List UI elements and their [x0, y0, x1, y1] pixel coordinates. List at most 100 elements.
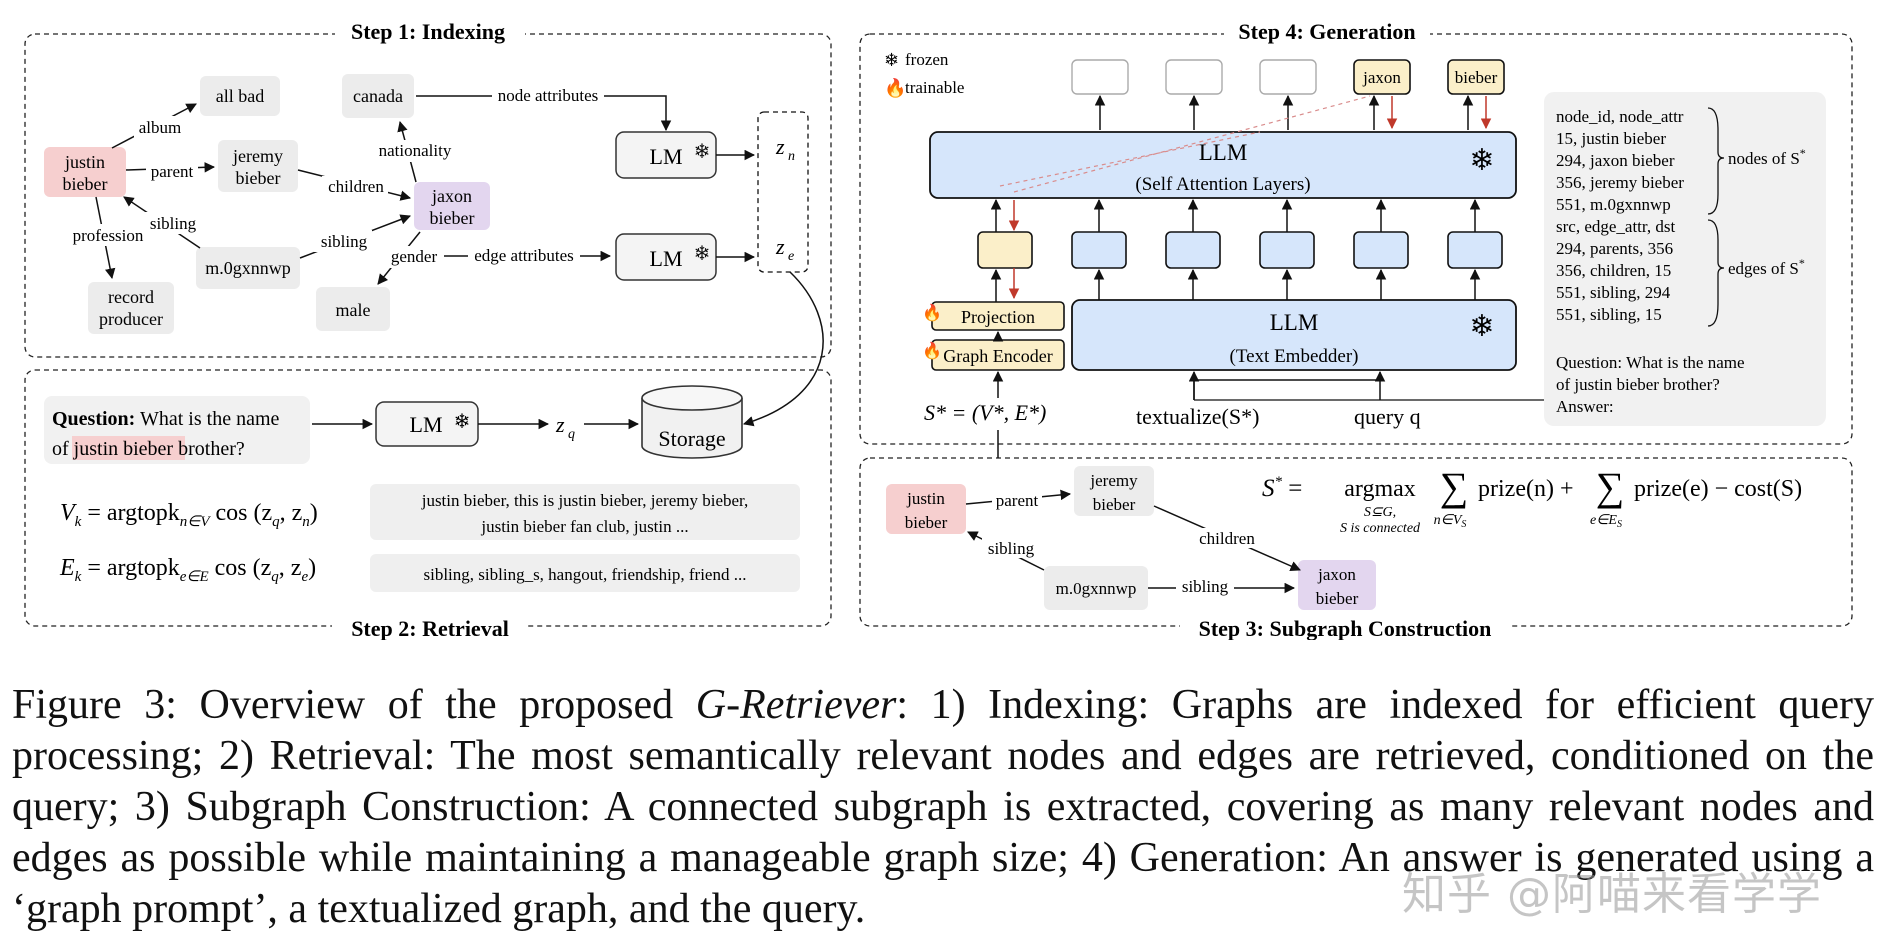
edge-attributes-label: edge attributes — [474, 246, 574, 265]
caption-model-name: G-Retriever — [695, 682, 897, 728]
text-token — [1071, 231, 1127, 269]
prompt-question-line: Question: What is the name — [1556, 353, 1745, 372]
step4-title: Step 4: Generation — [1238, 19, 1415, 44]
s-star-label: S* = (V*, E*) — [924, 400, 1046, 425]
edge-label: sibling — [1182, 577, 1229, 596]
node-label: male — [336, 300, 371, 320]
projection-label: Projection — [961, 307, 1035, 327]
graph-token — [977, 231, 1033, 269]
table-line: 551, sibling, 15 — [1556, 305, 1662, 324]
node-label: m.0gxnnwp — [205, 258, 291, 278]
edge-label: children — [1199, 529, 1255, 548]
legend-frozen: frozen — [905, 50, 949, 69]
text-token — [1447, 231, 1503, 269]
figure-diagram: Step 1: Indexing justin bieber all bad j… — [24, 18, 1853, 641]
table-line: 15, justin bieber — [1556, 129, 1666, 148]
formula-term2: prize(e) − cost(S) — [1634, 476, 1802, 502]
node-justin-bieber — [44, 147, 126, 197]
step2-title: Step 2: Retrieval — [351, 616, 509, 640]
snowflake-icon: ❄ — [454, 411, 471, 433]
zn-sub: n — [788, 149, 795, 164]
output-token — [1165, 59, 1223, 95]
node-attributes-label: node attributes — [498, 86, 599, 105]
node-jeremy-bieber — [218, 140, 298, 192]
llm-bottom-label: LLM — [1270, 310, 1319, 335]
zq-sub: q — [568, 427, 575, 442]
subgraph-node-m0gxnnwp — [1044, 566, 1148, 610]
step1-title: Step 1: Indexing — [351, 19, 505, 44]
legend-trainable: trainable — [905, 78, 964, 97]
flame-icon: 🔥 — [922, 303, 942, 322]
ek-formula: Ek = argtopke∈E cos (zq, ze) — [59, 555, 316, 585]
output-token-label: jaxon — [1362, 68, 1401, 87]
edge-label: parent — [151, 162, 194, 181]
sum2-sub: e∈ES — [1590, 513, 1622, 530]
node-jaxon-bieber — [414, 182, 490, 230]
llm-bottom-sublabel: (Text Embedder) — [1230, 346, 1359, 367]
snowflake-icon: ❄ — [694, 243, 711, 265]
question-line2: of justin bieber brother? — [52, 438, 245, 460]
table-line: 551, m.0gxnnwp — [1556, 195, 1671, 214]
ze-sub: e — [788, 249, 794, 264]
table-line: 551, sibling, 294 — [1556, 283, 1671, 302]
edge-label: gender — [391, 247, 438, 266]
subgraph-node-justin-bieber — [886, 484, 966, 534]
step3-title: Step 3: Subgraph Construction — [1199, 616, 1492, 640]
node-label: bieber — [236, 168, 281, 188]
vk-results-box — [370, 484, 800, 540]
output-token-jaxon — [1353, 59, 1411, 95]
node-label: producer — [99, 309, 163, 329]
prompt-answer-line: Answer: — [1556, 397, 1614, 416]
formula-argmax-sub: S is connected — [1340, 521, 1421, 536]
text-token — [1353, 231, 1409, 269]
node-record-producer — [88, 282, 174, 334]
snowflake-icon: ❄ — [884, 50, 899, 70]
ek-result-line: sibling, sibling_s, hangout, friendship,… — [424, 565, 747, 584]
zq-label: z — [555, 412, 565, 437]
nodes-of-s-label: nodes of S* — [1728, 146, 1806, 168]
prompt-question-line: of justin bieber brother? — [1556, 375, 1720, 394]
vk-formula: Vk = argtopkn∈V cos (zq, zn) — [60, 500, 318, 530]
node-label: jaxon — [1317, 565, 1356, 584]
llm-top-sublabel: (Self Attention Layers) — [1135, 174, 1310, 195]
sum1-sub: n∈VS — [1434, 513, 1467, 530]
formula-lhs: S* = — [1262, 474, 1302, 502]
flame-icon: 🔥 — [922, 341, 942, 360]
output-token-bieber — [1447, 59, 1505, 95]
lm-label: LM — [410, 412, 443, 437]
node-label: justin — [64, 152, 105, 172]
edge-label: sibling — [988, 539, 1035, 558]
table-line: 356, children, 15 — [1556, 261, 1671, 280]
textualized-graph-box — [1544, 92, 1826, 426]
edge-label: parent — [996, 491, 1039, 510]
node-label: jeremy — [1089, 471, 1138, 490]
subgraph-node-jeremy-bieber — [1074, 466, 1154, 516]
output-tokens: jaxon bieber — [1071, 59, 1505, 95]
formula-term1: prize(n) + — [1478, 476, 1573, 502]
snowflake-icon: ❄ — [1469, 310, 1494, 343]
storage-label: Storage — [658, 426, 725, 451]
node-label: record — [108, 287, 154, 307]
projection-box — [931, 301, 1065, 331]
formula-argmax-sub: S⊆G, — [1364, 505, 1396, 520]
step2-panel: Step 2: Retrieval Question: What is the … — [24, 369, 832, 641]
table-line: 294, jaxon bieber — [1556, 151, 1675, 170]
table-lines: node_id, node_attr 15, justin bieber 294… — [1556, 107, 1684, 324]
node-label: bieber — [63, 174, 108, 194]
graph-encoder-label: Graph Encoder — [943, 346, 1052, 366]
node-label: bieber — [1316, 589, 1359, 608]
edge-label: sibling — [150, 214, 197, 233]
ek-results-box — [370, 554, 800, 592]
embedding-stack — [757, 111, 809, 273]
sum-symbol: ∑ — [1596, 464, 1625, 509]
output-token — [1259, 59, 1317, 95]
formula-argmax: argmax — [1344, 476, 1416, 502]
caption-lead: Figure 3: Overview of the proposed — [12, 682, 696, 728]
node-label: bieber — [905, 513, 948, 532]
text-token — [1259, 231, 1315, 269]
watermark: 知乎 @阿喵来看学学 — [1402, 869, 1822, 920]
table-line: node_id, node_attr — [1556, 107, 1684, 126]
step1-panel: Step 1: Indexing justin bieber all bad j… — [24, 18, 832, 427]
node-label: jaxon — [431, 186, 472, 206]
table-line: 356, jeremy bieber — [1556, 173, 1684, 192]
